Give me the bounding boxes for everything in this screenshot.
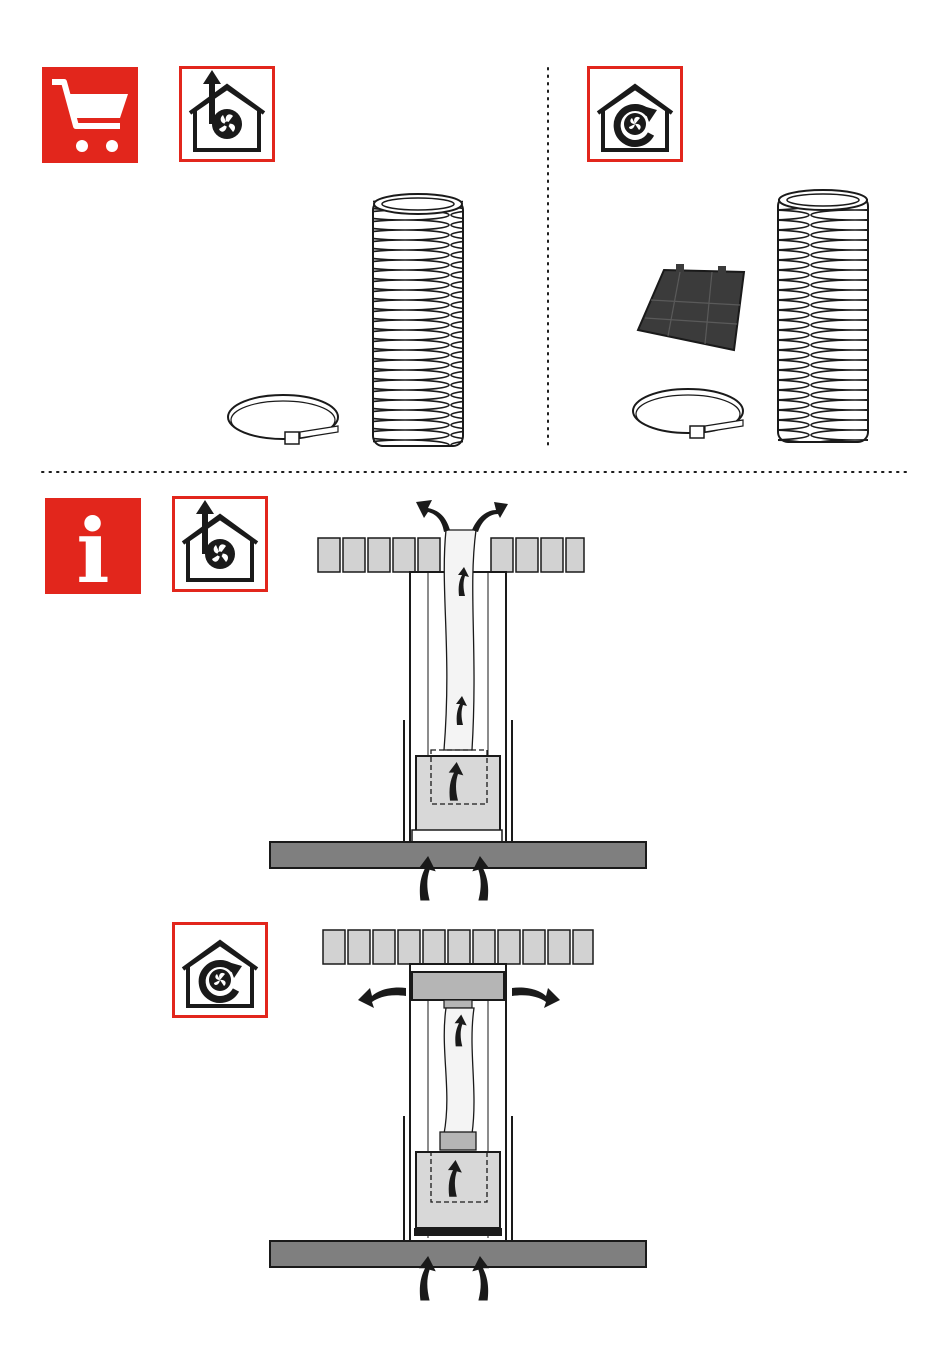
recirculation-house-icon [589,68,682,161]
hose-clamp-icon [228,395,338,444]
air-deflector [412,972,504,1000]
ducted-extraction-house-icon [174,498,267,591]
cooktop-slab [270,842,646,868]
shopping-cart-icon [42,67,138,163]
info-icon: i [45,498,141,603]
info-glyph: i [76,499,109,603]
carbon-filter-icon [638,264,744,350]
ceiling-joists [323,930,593,964]
airflow-arrow [416,500,450,532]
ducted-extraction-house-icon [181,68,274,161]
airflow-arrow [472,502,508,532]
airflow-arrow [358,987,406,1008]
recirculating-installation-diagram [270,930,646,1300]
airflow-arrow [512,987,560,1008]
recirculation-house-icon [174,924,267,1017]
flexible-duct-icon [373,194,463,446]
cooktop-slab [270,1241,646,1267]
hose-clamp-icon [633,389,743,438]
ducted-installation-diagram [270,500,646,900]
flexible-duct-icon [778,190,868,442]
